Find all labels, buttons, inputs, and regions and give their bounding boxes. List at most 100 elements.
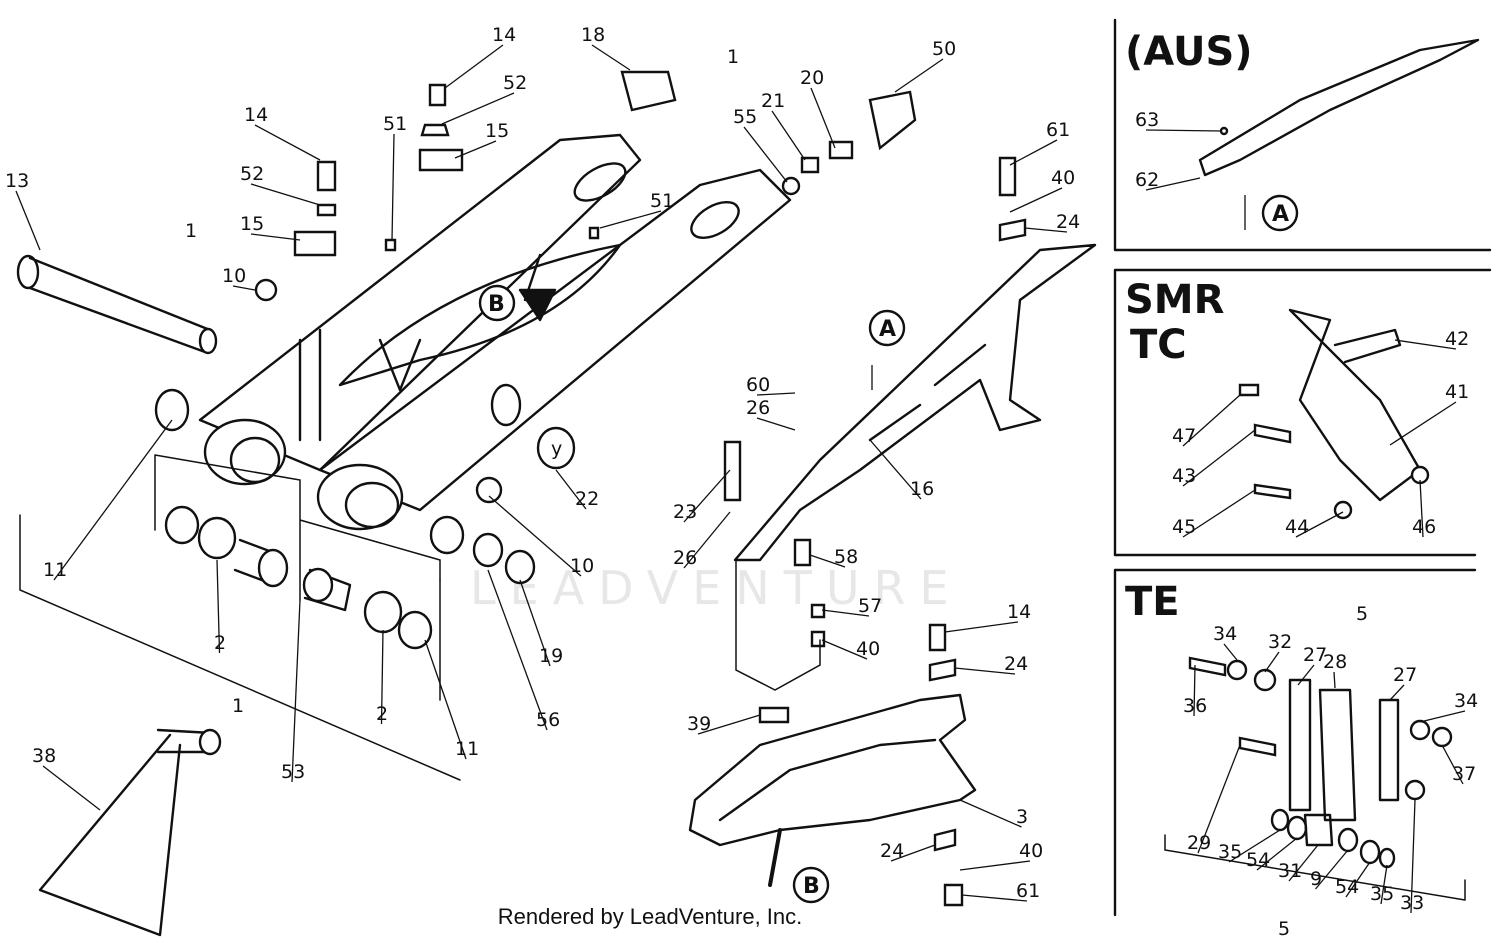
callout-number-main: 56 (536, 709, 560, 731)
callout-number-te: 36 (1183, 695, 1207, 717)
callout-number-main: 39 (687, 713, 711, 735)
callout-number-main: 13 (5, 170, 29, 192)
callout-leader-line (254, 124, 321, 161)
callout-number-main: 2 (214, 632, 226, 654)
callout-number-te: 27 (1393, 664, 1417, 686)
callout-layer: 1314521551101145215185115521205011253211… (5, 24, 1478, 940)
callout-number-main: 60 (746, 374, 770, 396)
callout-number-te: 9 (1310, 868, 1322, 890)
callout-number-main: 52 (503, 72, 527, 94)
panel-aus-title: (AUS) (1125, 29, 1253, 75)
callout-number-te: 29 (1187, 832, 1211, 854)
callout-number-main: 24 (880, 840, 904, 862)
callout-number-main: 51 (650, 190, 674, 212)
callout-number-main: 14 (1007, 601, 1031, 623)
callout-number-te: 37 (1452, 763, 1476, 785)
callout-leader-line (232, 285, 256, 291)
callout-leader-line (890, 844, 936, 862)
callout-leader-line (1419, 710, 1466, 723)
callout-number-te: 32 (1268, 631, 1292, 653)
callout-leader-line (487, 569, 548, 731)
callout-leader-line (697, 714, 761, 735)
swingarm-assembly (198, 133, 792, 531)
callout-leader-line (1182, 429, 1256, 487)
callout-leader-line (53, 419, 173, 581)
svg-text:y: y (551, 438, 562, 460)
callout-number-main: 1 (727, 46, 739, 68)
bearing-set: y (19, 388, 576, 781)
callout-leader-line (944, 621, 1019, 633)
callout-number-main: 40 (1051, 167, 1075, 189)
watermark-text: LEADVENTURE (470, 561, 963, 615)
callout-number-main: 15 (240, 213, 264, 235)
callout-number-main: 38 (32, 745, 56, 767)
callout-number-smr_tc: 45 (1172, 516, 1196, 538)
callout-leader-line (683, 469, 731, 523)
callout-number-te: 5 (1278, 918, 1290, 940)
callout-number-main: 52 (240, 163, 264, 185)
callout-number-te: 54 (1335, 876, 1359, 898)
callout-number-main: 23 (673, 501, 697, 523)
callout-number-main: 26 (746, 397, 770, 419)
callout-leader-line (756, 392, 796, 396)
callout-leader-line (1024, 227, 1068, 233)
callout-number-te: 5 (1356, 603, 1368, 625)
callout-leader-line (250, 183, 321, 206)
callout-leader-line (1288, 844, 1319, 882)
callout-number-smr_tc: 42 (1445, 328, 1469, 350)
panel-smr-tc: SMR TC (1113, 268, 1492, 557)
callout-leader-line (380, 629, 384, 725)
callout-number-main: 26 (673, 547, 697, 569)
callout-leader-line (591, 44, 631, 71)
callout-leader-line (821, 609, 870, 617)
callout-leader-line (424, 639, 467, 760)
marker-b-main: B (488, 292, 505, 317)
callout-leader-line (1380, 864, 1388, 905)
callout-number-te: 35 (1370, 883, 1394, 905)
callout-number-main: 53 (281, 761, 305, 783)
callout-leader-line (771, 110, 806, 161)
callout-leader-line (1345, 861, 1371, 898)
callout-leader-line (444, 44, 504, 89)
callout-number-main: 24 (1056, 211, 1080, 233)
callout-leader-line (959, 799, 1022, 828)
callout-leader-line (391, 133, 395, 241)
callout-leader-line (454, 140, 497, 159)
callout-leader-line (1394, 339, 1457, 350)
callout-number-smr_tc: 41 (1445, 381, 1469, 403)
callout-leader-line (954, 667, 1016, 675)
callout-leader-line (743, 126, 788, 183)
callout-number-main: 40 (1019, 840, 1043, 862)
callout-number-main: 14 (492, 24, 516, 46)
callout-leader-line (1197, 744, 1241, 854)
callout-leader-line (441, 92, 515, 125)
callout-number-main: 11 (455, 738, 479, 760)
callout-leader-line (1441, 744, 1464, 785)
callout-number-main: 15 (485, 120, 509, 142)
callout-leader-line (216, 559, 221, 654)
callout-leader-line (810, 87, 836, 149)
panel-aus: (AUS) (1113, 18, 1492, 252)
callout-number-te: 34 (1213, 623, 1237, 645)
callout-number-smr_tc: 44 (1285, 516, 1309, 538)
callout-number-main: 22 (575, 488, 599, 510)
panel-smr-title-line1: SMR (1125, 277, 1224, 323)
callout-number-main: 20 (800, 67, 824, 89)
callout-leader-line (488, 495, 582, 577)
callout-number-main: 61 (1046, 119, 1070, 141)
callout-leader-line (1264, 651, 1280, 673)
callout-leader-line (961, 894, 1028, 902)
callout-leader-line (1295, 511, 1344, 538)
callout-leader-line (1389, 401, 1457, 446)
marker-a-aus: A (1272, 202, 1289, 227)
callout-number-main: 40 (856, 638, 880, 660)
callout-leader-line (1389, 684, 1405, 701)
callout-leader-line (1009, 139, 1058, 166)
callout-number-smr_tc: 47 (1172, 425, 1196, 447)
callout-leader-line (1419, 479, 1424, 538)
callout-number-main: 19 (539, 645, 563, 667)
callout-number-main: 61 (1016, 880, 1040, 902)
callout-number-main: 16 (910, 478, 934, 500)
callout-number-te: 54 (1246, 849, 1270, 871)
